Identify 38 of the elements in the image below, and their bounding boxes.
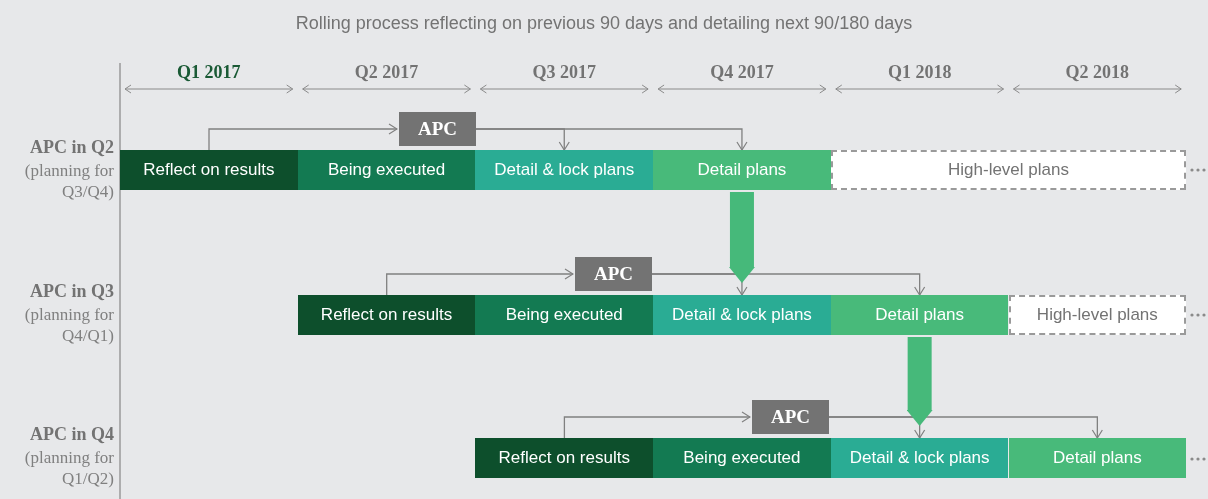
arrow <box>208 123 398 151</box>
row-sublabel: (planning for Q1/Q2) <box>23 447 114 489</box>
apc-box: APC <box>399 112 476 146</box>
phase-bar: Reflect on results <box>120 150 298 190</box>
phase-bar: Being executed <box>475 295 654 335</box>
phase-bar: Being executed <box>653 438 831 478</box>
arrow <box>386 268 574 296</box>
arrow <box>828 416 1103 439</box>
block-arrow <box>728 192 755 284</box>
phase-bar: Reflect on results <box>475 438 654 478</box>
phase-bar: Detail plans <box>830 295 1009 335</box>
row-label: APC in Q4 <box>29 424 114 445</box>
title: Rolling process reflecting on previous 90 days and detailing next 90/180 days <box>294 12 914 35</box>
quarter-label: Q4 2017 <box>709 61 775 84</box>
phase-bar: Detail plans <box>1008 438 1187 478</box>
arrow <box>475 128 748 151</box>
arrow <box>563 411 751 439</box>
row-sublabel: (planning for Q3/Q4) <box>23 160 114 202</box>
quarter-label: Q1 2018 <box>886 61 953 84</box>
phase-bar: Detail & lock plans <box>653 295 831 335</box>
phase-bar: High-level plans <box>830 150 1187 190</box>
row-label: APC in Q3 <box>29 281 114 302</box>
row-sublabel: (planning for Q4/Q1) <box>23 304 114 346</box>
phase-bar: Being executed <box>297 150 476 190</box>
phase-bar: Detail plans <box>653 150 831 190</box>
apc-box: APC <box>752 400 829 434</box>
row-label: APC in Q2 <box>29 137 114 158</box>
quarter-label: Q3 2017 <box>531 61 597 84</box>
phase-bar: Detail & lock plans <box>475 150 654 190</box>
block-arrow <box>906 337 933 427</box>
quarter-label: Q2 2017 <box>353 61 420 84</box>
apc-box: APC <box>575 257 652 291</box>
quarter-label: Q1 2017 <box>176 61 242 84</box>
phase-bar: Reflect on results <box>297 295 476 335</box>
phase-bar: Detail & lock plans <box>830 438 1009 478</box>
phase-bar: High-level plans <box>1008 295 1187 335</box>
arrow <box>651 273 926 296</box>
quarter-label: Q2 2018 <box>1064 61 1131 84</box>
